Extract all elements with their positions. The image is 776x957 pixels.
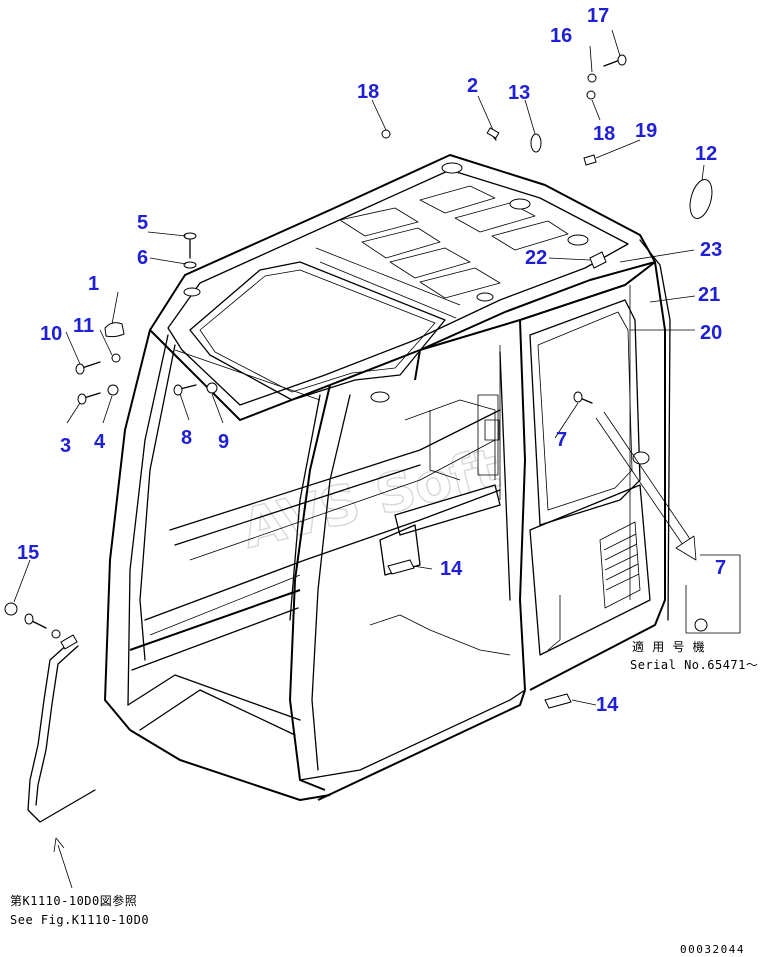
cab-body xyxy=(104,154,671,801)
callout-10: 10 xyxy=(40,323,62,345)
callout-18-right: 18 xyxy=(593,123,615,145)
callout-9: 9 xyxy=(218,431,229,453)
callout-15: 15 xyxy=(17,542,39,564)
callout-7-main: 7 xyxy=(556,429,567,451)
callout-4: 4 xyxy=(94,431,106,453)
serial-note-en: Serial No.65471～ xyxy=(630,658,758,672)
callout-5: 5 xyxy=(137,212,148,234)
callout-2: 2 xyxy=(467,75,478,97)
parts xyxy=(4,54,713,823)
callout-8: 8 xyxy=(181,427,192,449)
callout-12: 12 xyxy=(695,143,717,165)
leader-lines xyxy=(13,29,741,889)
callout-19: 19 xyxy=(635,120,657,142)
callout-14-center: 14 xyxy=(440,558,463,580)
callout-13: 13 xyxy=(508,82,530,104)
callout-6: 6 xyxy=(137,247,148,269)
callout-3: 3 xyxy=(60,435,71,457)
reference-note-jp: 第K1110-10D0図参照 xyxy=(10,893,137,908)
callout-1: 1 xyxy=(88,273,99,295)
callouts: 1 2 3 4 5 6 7 7 8 9 10 11 12 13 14 14 15… xyxy=(17,5,726,716)
callout-11: 11 xyxy=(73,315,94,337)
callout-16: 16 xyxy=(550,25,572,47)
serial-note-jp: 適 用 号 機 xyxy=(632,639,705,654)
callout-23: 23 xyxy=(700,239,722,261)
callout-21: 21 xyxy=(698,284,720,306)
callout-22: 22 xyxy=(525,247,547,269)
reference-note-en: See Fig.K1110-10D0 xyxy=(10,913,149,927)
drawing-number: 00032044 xyxy=(680,943,745,956)
callout-17: 17 xyxy=(587,5,609,27)
watermark: AVS Soft xyxy=(236,436,506,561)
notes: 適 用 号 機 Serial No.65471～ 第K1110-10D0図参照 … xyxy=(10,639,758,956)
callout-18-left: 18 xyxy=(357,81,379,103)
callout-7-detail: 7 xyxy=(715,557,726,579)
callout-14-lower: 14 xyxy=(596,694,619,716)
callout-20: 20 xyxy=(700,322,722,344)
